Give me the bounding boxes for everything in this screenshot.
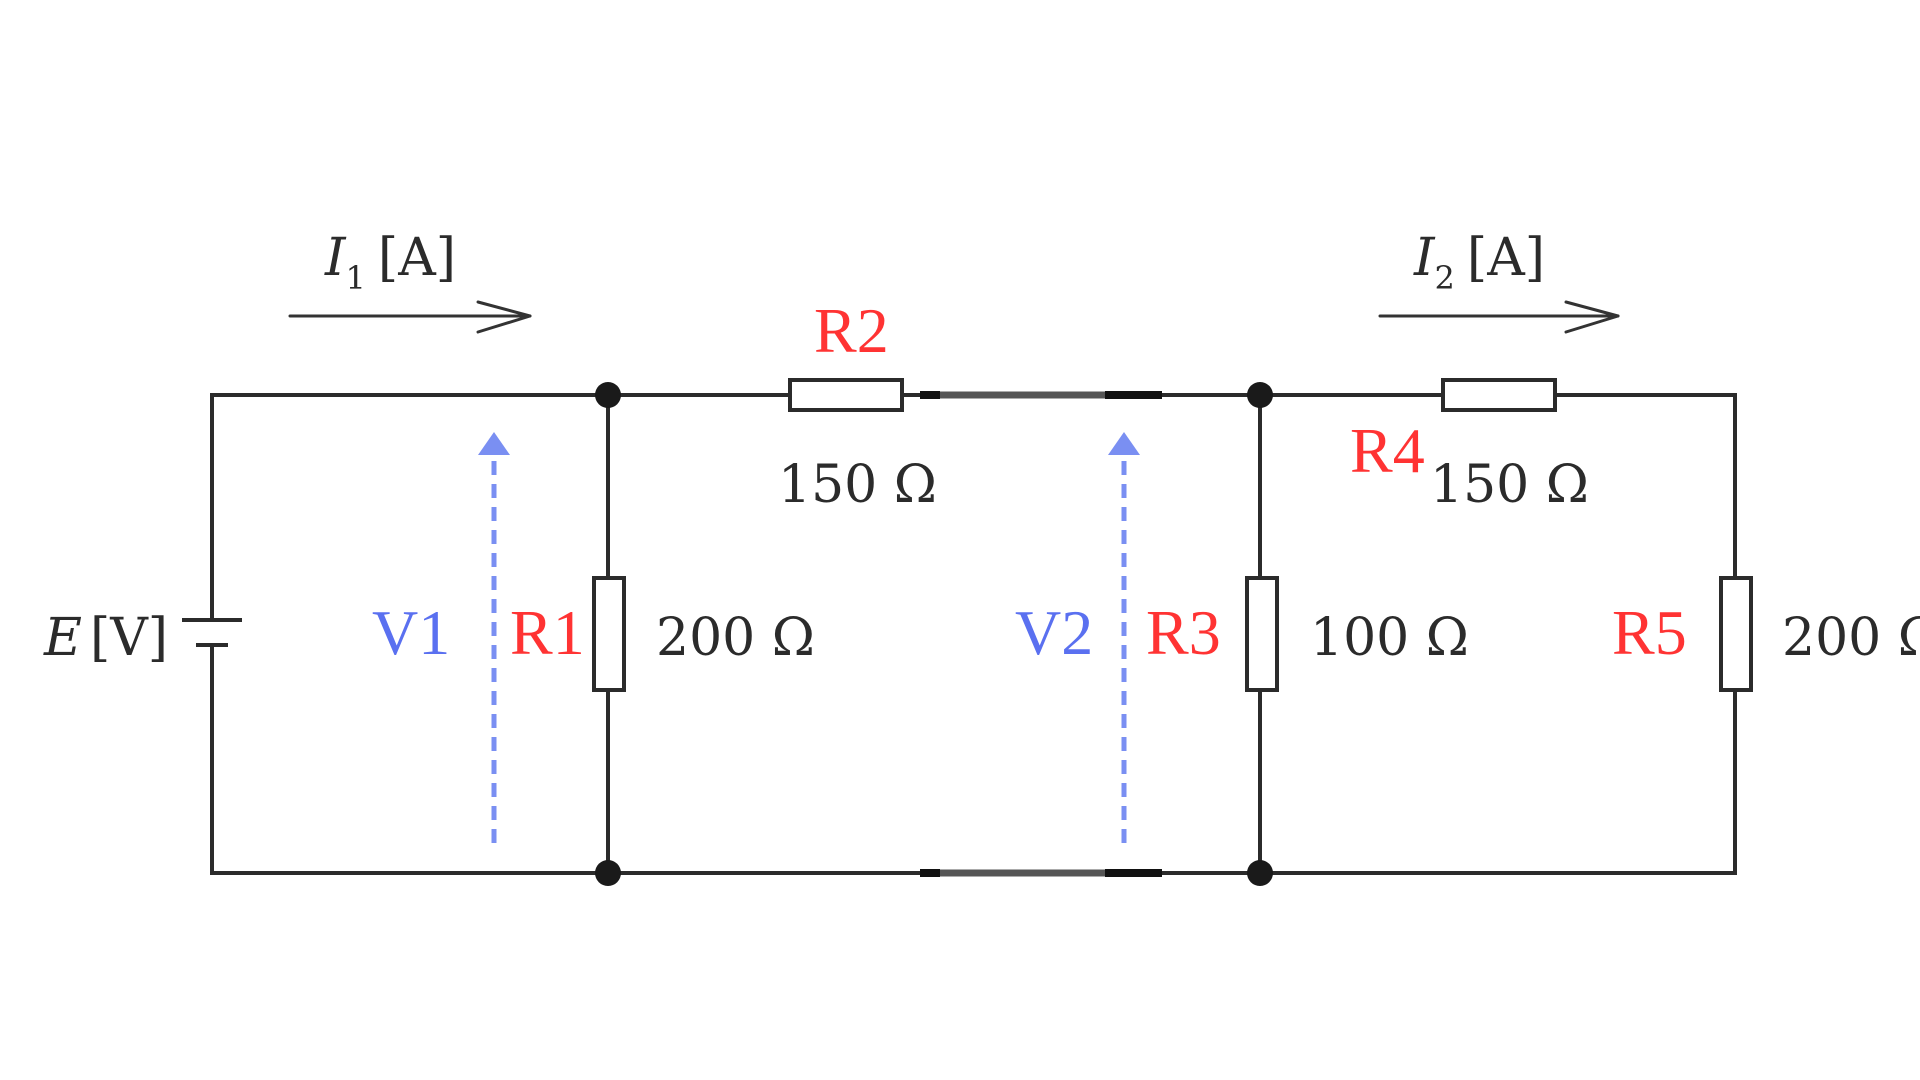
r2-value: 150 Ω bbox=[778, 455, 937, 515]
gap-sections bbox=[920, 391, 1162, 877]
resistor-r4 bbox=[1441, 378, 1557, 412]
r5-label: R5 bbox=[1612, 597, 1687, 668]
current-label-i1: I1[A] bbox=[324, 228, 456, 297]
wires bbox=[210, 393, 1737, 875]
node-top-left bbox=[595, 382, 621, 408]
resistor-r2 bbox=[788, 378, 904, 412]
voltage-arrow-v2 bbox=[1108, 432, 1140, 843]
r4-label: R4 bbox=[1350, 415, 1425, 486]
resistor-r3 bbox=[1245, 576, 1279, 692]
r3-value: 100 Ω bbox=[1310, 608, 1469, 668]
right-bottom-wire bbox=[1258, 688, 1737, 875]
r3-label: R3 bbox=[1146, 597, 1221, 668]
current-arrow-i2 bbox=[1378, 300, 1620, 334]
node-top-right bbox=[1247, 382, 1273, 408]
current-label-i2: I2[A] bbox=[1413, 228, 1545, 297]
resistor-r1 bbox=[592, 576, 626, 692]
r1-value: 200 Ω bbox=[656, 608, 815, 668]
battery-icon bbox=[182, 618, 242, 647]
r4-value: 150 Ω bbox=[1430, 455, 1589, 515]
resistor-r5 bbox=[1719, 576, 1753, 692]
top-wire-r4-r5 bbox=[1553, 393, 1737, 582]
r2-label: R2 bbox=[814, 295, 889, 366]
r5-value: 200 Ω bbox=[1782, 608, 1920, 668]
node-bottom-left bbox=[595, 860, 621, 886]
voltage-arrow-v1 bbox=[478, 432, 510, 843]
left-bottom-wire bbox=[210, 643, 610, 875]
v2-label: V2 bbox=[1015, 597, 1093, 668]
current-arrow-i1 bbox=[288, 300, 532, 334]
v1-label: V1 bbox=[372, 597, 450, 668]
node-bottom-right bbox=[1247, 860, 1273, 886]
r1-label: R1 bbox=[510, 597, 585, 668]
source-label: E[V] bbox=[43, 608, 168, 668]
left-loop-wire bbox=[210, 393, 610, 622]
